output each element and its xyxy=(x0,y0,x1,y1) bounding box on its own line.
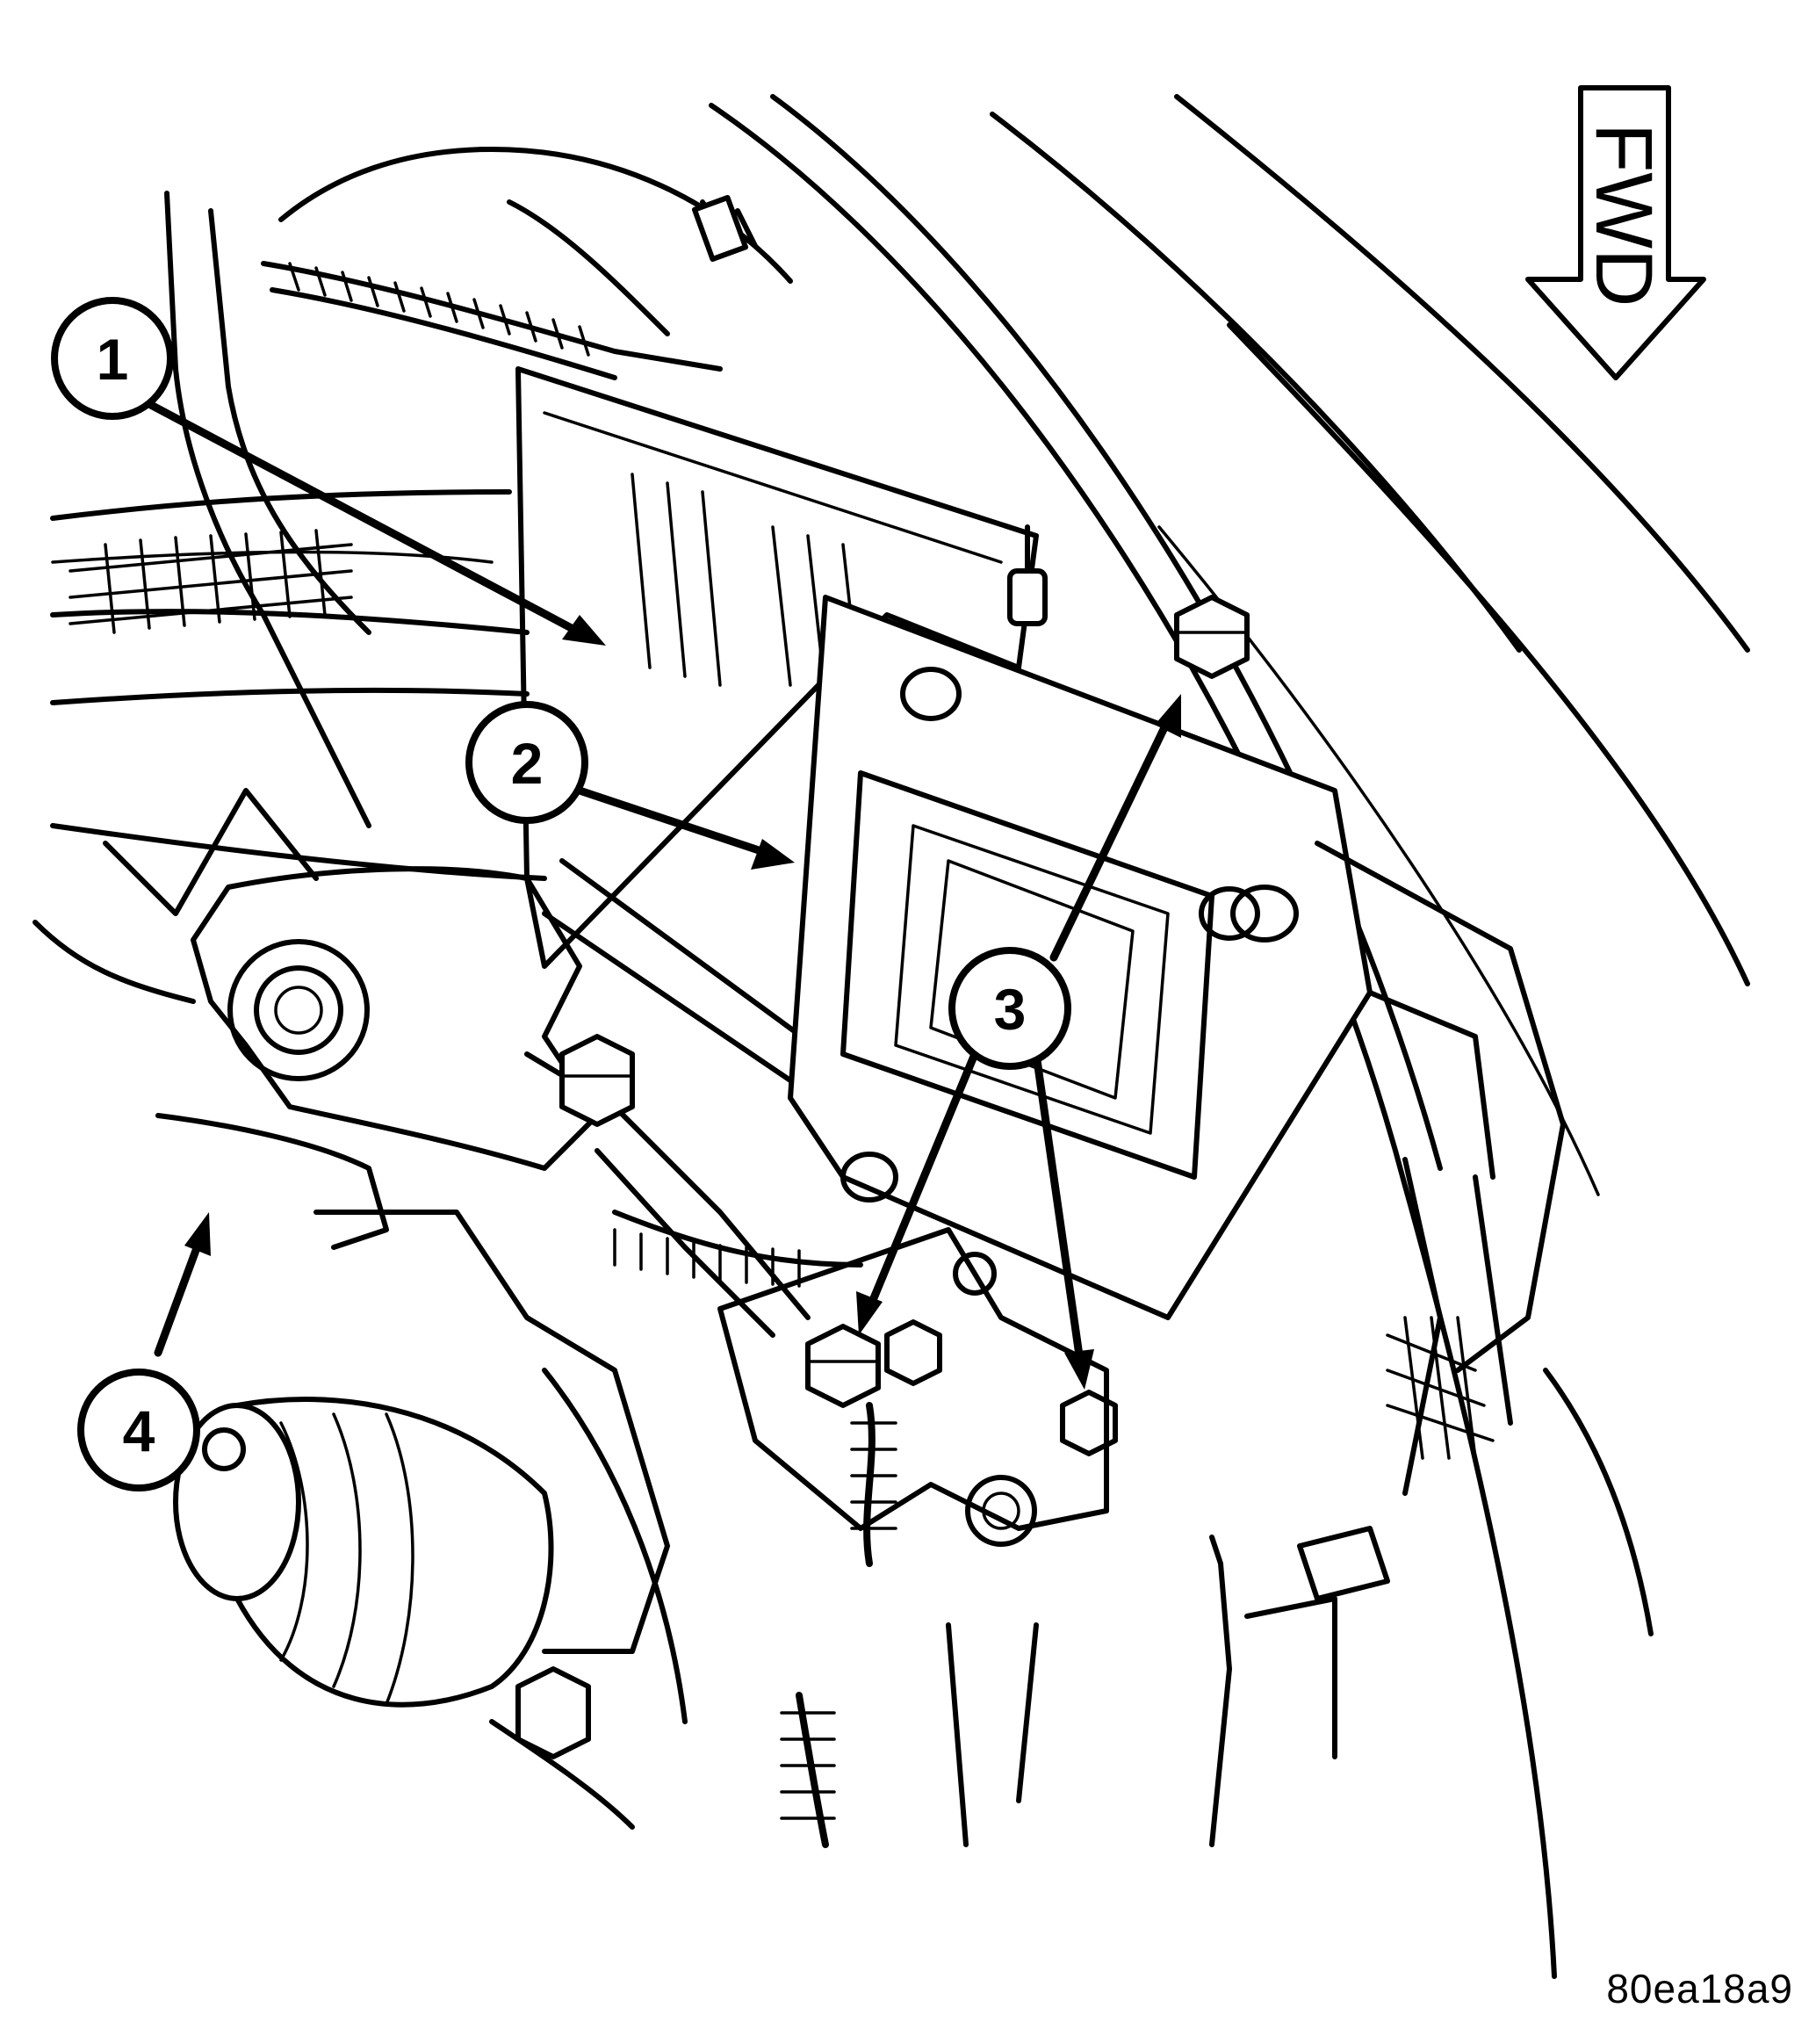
figure-id: 80ea18a9 xyxy=(1606,1966,1793,2011)
forward-direction-arrow: FWD xyxy=(1525,85,1706,380)
engine-mount-bracket xyxy=(155,866,863,1338)
callout-4: 4 xyxy=(77,1369,200,1491)
mounting-fasteners xyxy=(805,524,1250,1456)
lower-left-bolt xyxy=(805,1324,881,1408)
callout-3: 3 xyxy=(948,947,1071,1070)
harness-stud xyxy=(1007,524,1048,626)
leader-lines xyxy=(145,400,1181,1390)
callout-3-label: 3 xyxy=(994,977,1027,1042)
callout-1: 1 xyxy=(51,297,174,420)
callout-2-label: 2 xyxy=(511,731,544,796)
oil-filter xyxy=(173,1397,554,1708)
upper-right-bolt xyxy=(1174,595,1250,679)
upper-wiring-harness xyxy=(261,147,793,380)
right-side-structure xyxy=(1209,841,1654,1847)
fwd-label: FWD xyxy=(1579,123,1668,307)
lower-engine-components xyxy=(313,1210,1039,1848)
lower-right-nut xyxy=(1060,1390,1118,1456)
powertrain-control-module xyxy=(788,595,1373,1320)
callout-1-label: 1 xyxy=(97,327,129,392)
callout-2: 2 xyxy=(465,701,588,824)
callout-4-label: 4 xyxy=(123,1398,155,1463)
lower-bracket xyxy=(717,1227,1109,1567)
left-harness-and-frame xyxy=(32,191,547,1004)
